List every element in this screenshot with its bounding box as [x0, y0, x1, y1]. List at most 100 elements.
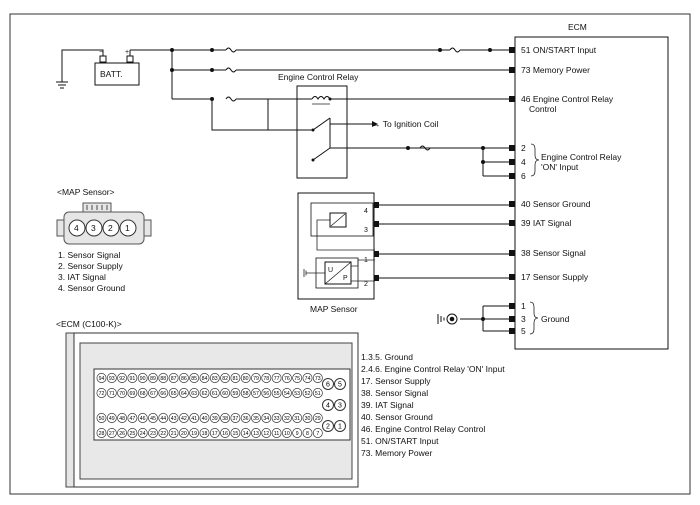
- ecm-pin-cavity: [302, 373, 313, 383]
- ecm-pin-number: 27: [109, 431, 115, 437]
- ecm-pin-cavity: [209, 413, 220, 423]
- ecm-pin-cavity: [281, 388, 292, 398]
- ecm-pin-cavity: [240, 428, 251, 438]
- ecm-pin-cavity: [209, 373, 220, 383]
- ecm-pin-number: 60: [222, 391, 228, 397]
- ecm-pin-cavity: [148, 373, 158, 383]
- ecm-pin-cavity: [261, 428, 272, 438]
- ecm-pin-cavity: [158, 413, 169, 423]
- ecm-pin-number: 37: [233, 416, 239, 422]
- ecm-pin-38: 38 Sensor Signal: [521, 248, 586, 258]
- ecm-pin-number: 88: [160, 376, 166, 382]
- ecm-pin-cavity: [302, 428, 313, 438]
- ecm-pin-cavity: [117, 373, 128, 383]
- ecm-pin-number: 86: [181, 376, 187, 382]
- ecm-side-pin-cavity: [334, 378, 346, 390]
- map-sensor-title: <MAP Sensor>: [57, 187, 115, 197]
- ecm-pin-number: 61: [212, 391, 218, 397]
- ecm-pin-number: 49: [109, 416, 115, 422]
- ecm-pin-46-cont: Control: [529, 104, 557, 114]
- ecm-pin-cavity: [251, 388, 261, 398]
- ecm-legend-7: 46. Engine Control Relay Control: [361, 424, 485, 434]
- ecm-pin-cavity: [189, 413, 200, 423]
- ecm-pin-number: 62: [202, 391, 208, 397]
- ecm-pin-cavity: [312, 388, 323, 398]
- ecm-pin-number: 50: [99, 416, 105, 422]
- ecm-pin-number: 80: [243, 376, 249, 382]
- ecm-ground-pin-1: 1: [521, 301, 526, 311]
- ecm-pin-cavity: [302, 413, 313, 423]
- ecm-pin-number: 11: [274, 431, 279, 437]
- ecm-pin-cavity: [117, 428, 128, 438]
- ecm-pin-cavity: [271, 388, 282, 398]
- ecm-pin-2: 2: [521, 143, 526, 153]
- ecm-pin-number: 34: [263, 416, 269, 422]
- ecm-connector-legend: 1.3.5. Ground 2.4.6. Engine Control Rela…: [361, 352, 505, 458]
- ecm-pin-cavity: [96, 413, 107, 423]
- ecm-pin-cavity: [281, 428, 292, 438]
- ecm-pin-number: 48: [119, 416, 125, 422]
- svg-text:−: −: [99, 49, 103, 56]
- ecm-pin-number: 19: [191, 431, 197, 437]
- map-sensor-block: U P 4 3 1 2 MAP Sensor: [297, 192, 510, 314]
- ecm-pin-cavity: [199, 413, 210, 423]
- ecm-legend-2: 2.4.6. Engine Control Relay 'ON' Input: [361, 364, 505, 374]
- ecm-side-pin-cavity: [334, 420, 346, 432]
- ecm-pin-number: 68: [140, 391, 146, 397]
- ecm-pin-cavity: [178, 388, 189, 398]
- map-symbol-u: U: [328, 267, 333, 274]
- ecm-pin-cavity: [127, 428, 138, 438]
- ecm-pin-number: 39: [212, 416, 218, 422]
- ecm-pin-cavity: [271, 373, 282, 383]
- ecm-pin-number: 94: [99, 376, 105, 382]
- ecm-pin-cavity: [137, 373, 148, 383]
- relay-on-label-1: Engine Control Relay: [541, 152, 622, 162]
- ecm-pin-cavity: [251, 413, 261, 423]
- ecm-pin-46: 46 Engine Control Relay: [521, 94, 614, 104]
- ecm-pin-cavity: [209, 428, 220, 438]
- ecm-pin-cavity: [127, 373, 138, 383]
- ecm-pin-cavity: [158, 388, 169, 398]
- ecm-pin-cavity: [158, 373, 169, 383]
- map-conn-pin-3: 3: [91, 223, 96, 233]
- ecm-pin-number: 51: [315, 391, 321, 397]
- ecm-pin-cavity: [148, 388, 158, 398]
- map-conn-pin-1: 1: [125, 223, 130, 233]
- ecm-pin-number: 69: [130, 391, 136, 397]
- ecm-pin-number: 73: [315, 376, 321, 382]
- ecm-pin-cavity: [292, 413, 303, 423]
- ecm-pin-number: 64: [181, 391, 187, 397]
- ecm-pin-cavity: [220, 413, 231, 423]
- ecm-pin-cavity: [302, 388, 313, 398]
- ecm-pin-cavity: [117, 413, 128, 423]
- ecm-pin-number: 44: [160, 416, 166, 422]
- diagram-frame: [9, 13, 691, 495]
- ecm-ground-label: Ground: [541, 314, 570, 324]
- ecm-connector-title: <ECM (C100-K)>: [56, 319, 122, 329]
- ecm-pin-number: 41: [191, 416, 197, 422]
- ecm-pin-cavity: [230, 388, 241, 398]
- ecm-pin-40: 40 Sensor Ground: [521, 199, 591, 209]
- ecm-pin-cavity: [271, 428, 282, 438]
- engine-control-relay: Engine Control Relay → To Ignition Coil: [268, 72, 510, 179]
- map-legend-4: 4. Sensor Ground: [58, 283, 125, 293]
- ecm-side-pin-cavity: [334, 399, 346, 411]
- ecm-pin-cavity: [178, 373, 189, 383]
- ecm-pin-number: 59: [233, 391, 239, 397]
- ecm-pin-cavity: [240, 373, 251, 383]
- ecm-pin-number: 46: [140, 416, 146, 422]
- ecm-pin-cavity: [220, 388, 231, 398]
- ecm-pin-6: 6: [521, 171, 526, 181]
- ecm-pin-cavity: [117, 388, 128, 398]
- ecm-pin-cavity: [261, 373, 272, 383]
- svg-text:+: +: [125, 49, 129, 56]
- ecm-pin-number: 93: [109, 376, 115, 382]
- map-symbol-p: P: [343, 275, 348, 282]
- power-wires: [130, 47, 510, 131]
- ecm-pin-cavity: [261, 388, 272, 398]
- ecm-pin-cavity: [106, 428, 117, 438]
- ecm-pin-cavity: [312, 428, 323, 438]
- ecm-pin-4: 4: [521, 157, 526, 167]
